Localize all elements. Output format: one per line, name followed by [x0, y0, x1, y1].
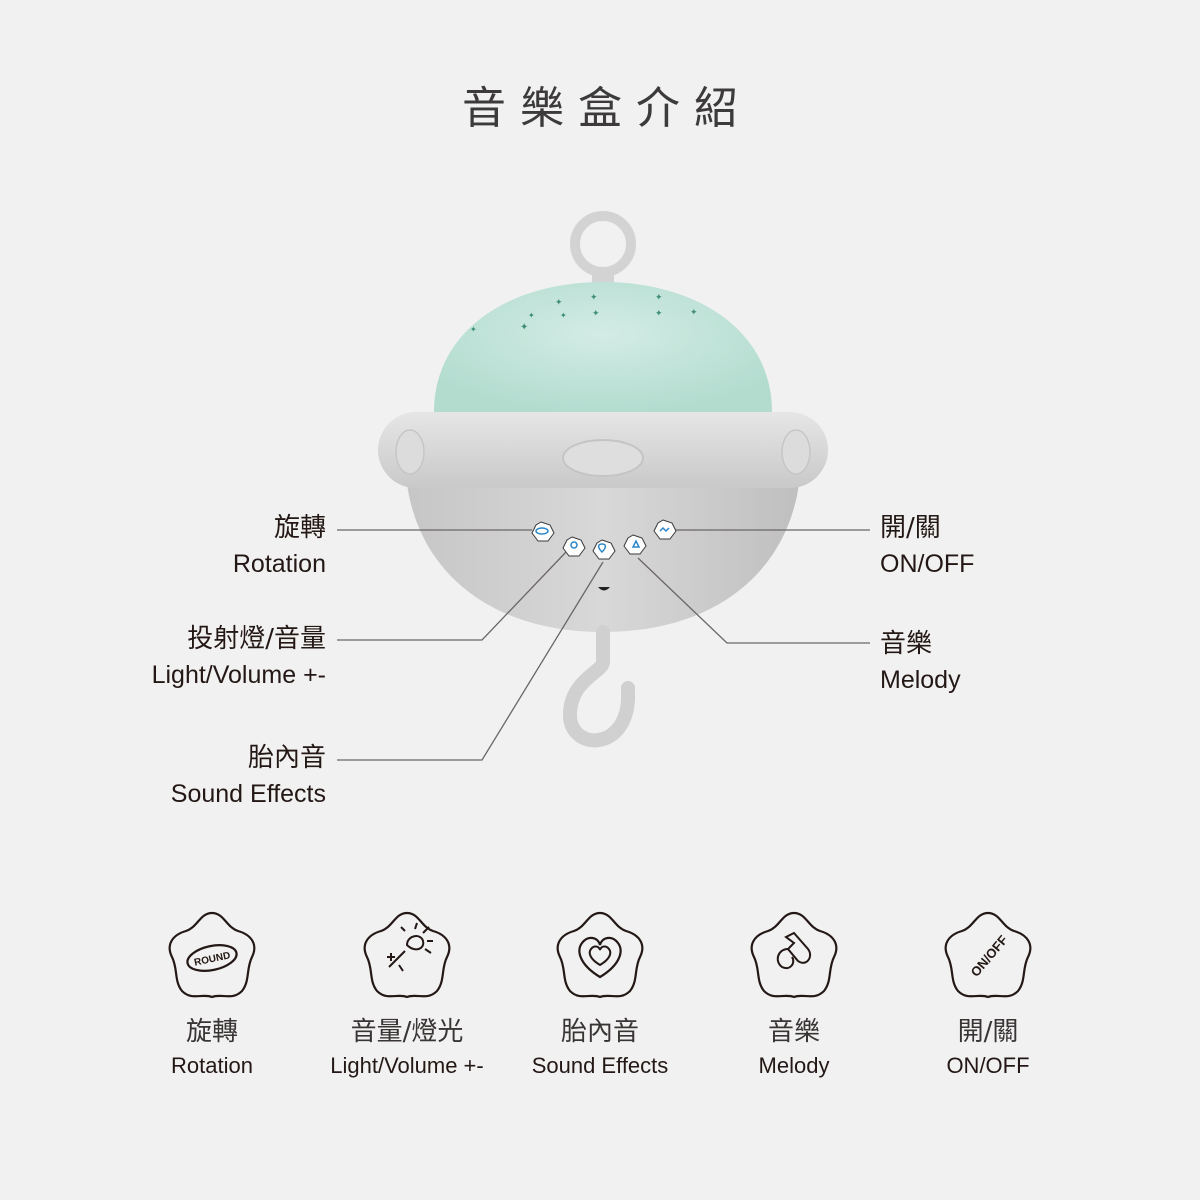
callout-light-volume-zh: 投射燈/音量 [187, 624, 326, 654]
callout-on-off-zh: 開/關 [880, 513, 941, 543]
feature-rotation-en: Rotation [171, 1053, 253, 1078]
feature-on-off-zh: 開/關 [957, 1017, 1019, 1047]
callout-light-volume-en: Light/Volume +- [151, 661, 326, 689]
feature-melody-en: Melody [758, 1053, 830, 1078]
svg-text:✦: ✦ [690, 308, 698, 318]
hanging-loop [570, 211, 636, 286]
svg-text:✦: ✦ [555, 298, 563, 308]
callout-sound-effects: 胎內音 Sound Effects [171, 740, 326, 812]
feature-on-off-en: ON/OFF [946, 1053, 1030, 1078]
feature-light-volume: 音量/燈光 Light/Volume +- [312, 905, 502, 1083]
callout-on-off: 開/關 ON/OFF [880, 510, 974, 582]
music-note-icon [750, 911, 838, 999]
svg-text:✦: ✦ [470, 325, 477, 334]
svg-text:✦: ✦ [655, 293, 663, 303]
callout-rotation-zh: 旋轉 [273, 513, 326, 543]
round-rotation-icon: ROUND [168, 911, 256, 999]
feature-sound-effects: 胎內音 Sound Effects [505, 905, 695, 1083]
callout-sound-effects-zh: 胎內音 [247, 743, 326, 773]
music-box-illustration: ✦✦ ✦✦ ✦✦ ✦✦ ✦✦ [337, 211, 870, 761]
on-off-icon: ON/OFF [944, 911, 1032, 999]
svg-text:✦: ✦ [655, 309, 663, 319]
feature-light-volume-en: Light/Volume +- [330, 1053, 484, 1078]
svg-text:✦: ✦ [592, 309, 600, 319]
feature-sound-effects-en: Sound Effects [531, 1053, 669, 1078]
feature-rotation-zh: 旋轉 [185, 1017, 238, 1047]
feature-melody-zh: 音樂 [767, 1017, 820, 1047]
callout-melody: 音樂 Melody [880, 626, 961, 698]
svg-text:✦: ✦ [560, 311, 567, 320]
page-title: 音樂盒介紹 [462, 83, 752, 134]
callout-light-volume: 投射燈/音量 Light/Volume +- [152, 621, 326, 693]
callout-melody-en: Melody [880, 666, 961, 694]
svg-text:✦: ✦ [520, 322, 528, 333]
heart-icon [556, 911, 644, 999]
control-buttons [531, 519, 677, 560]
callout-sound-effects-en: Sound Effects [170, 780, 326, 808]
callout-rotation: 旋轉 Rotation [233, 510, 326, 582]
svg-text:ON/OFF: ON/OFF [968, 932, 1011, 979]
svg-text:✦: ✦ [590, 293, 598, 303]
light-volume-icon [363, 911, 451, 999]
feature-rotation: ROUND 旋轉 Rotation [117, 905, 307, 1083]
feature-sound-effects-zh: 胎內音 [560, 1017, 639, 1047]
feature-light-volume-zh: 音量/燈光 [350, 1017, 464, 1047]
callout-melody-zh: 音樂 [880, 629, 933, 659]
feature-on-off: ON/OFF 開/關 ON/OFF [893, 905, 1083, 1083]
callout-on-off-en: ON/OFF [880, 550, 975, 578]
callout-rotation-en: Rotation [232, 550, 326, 578]
feature-melody: 音樂 Melody [699, 905, 889, 1083]
svg-text:✦: ✦ [528, 311, 535, 320]
